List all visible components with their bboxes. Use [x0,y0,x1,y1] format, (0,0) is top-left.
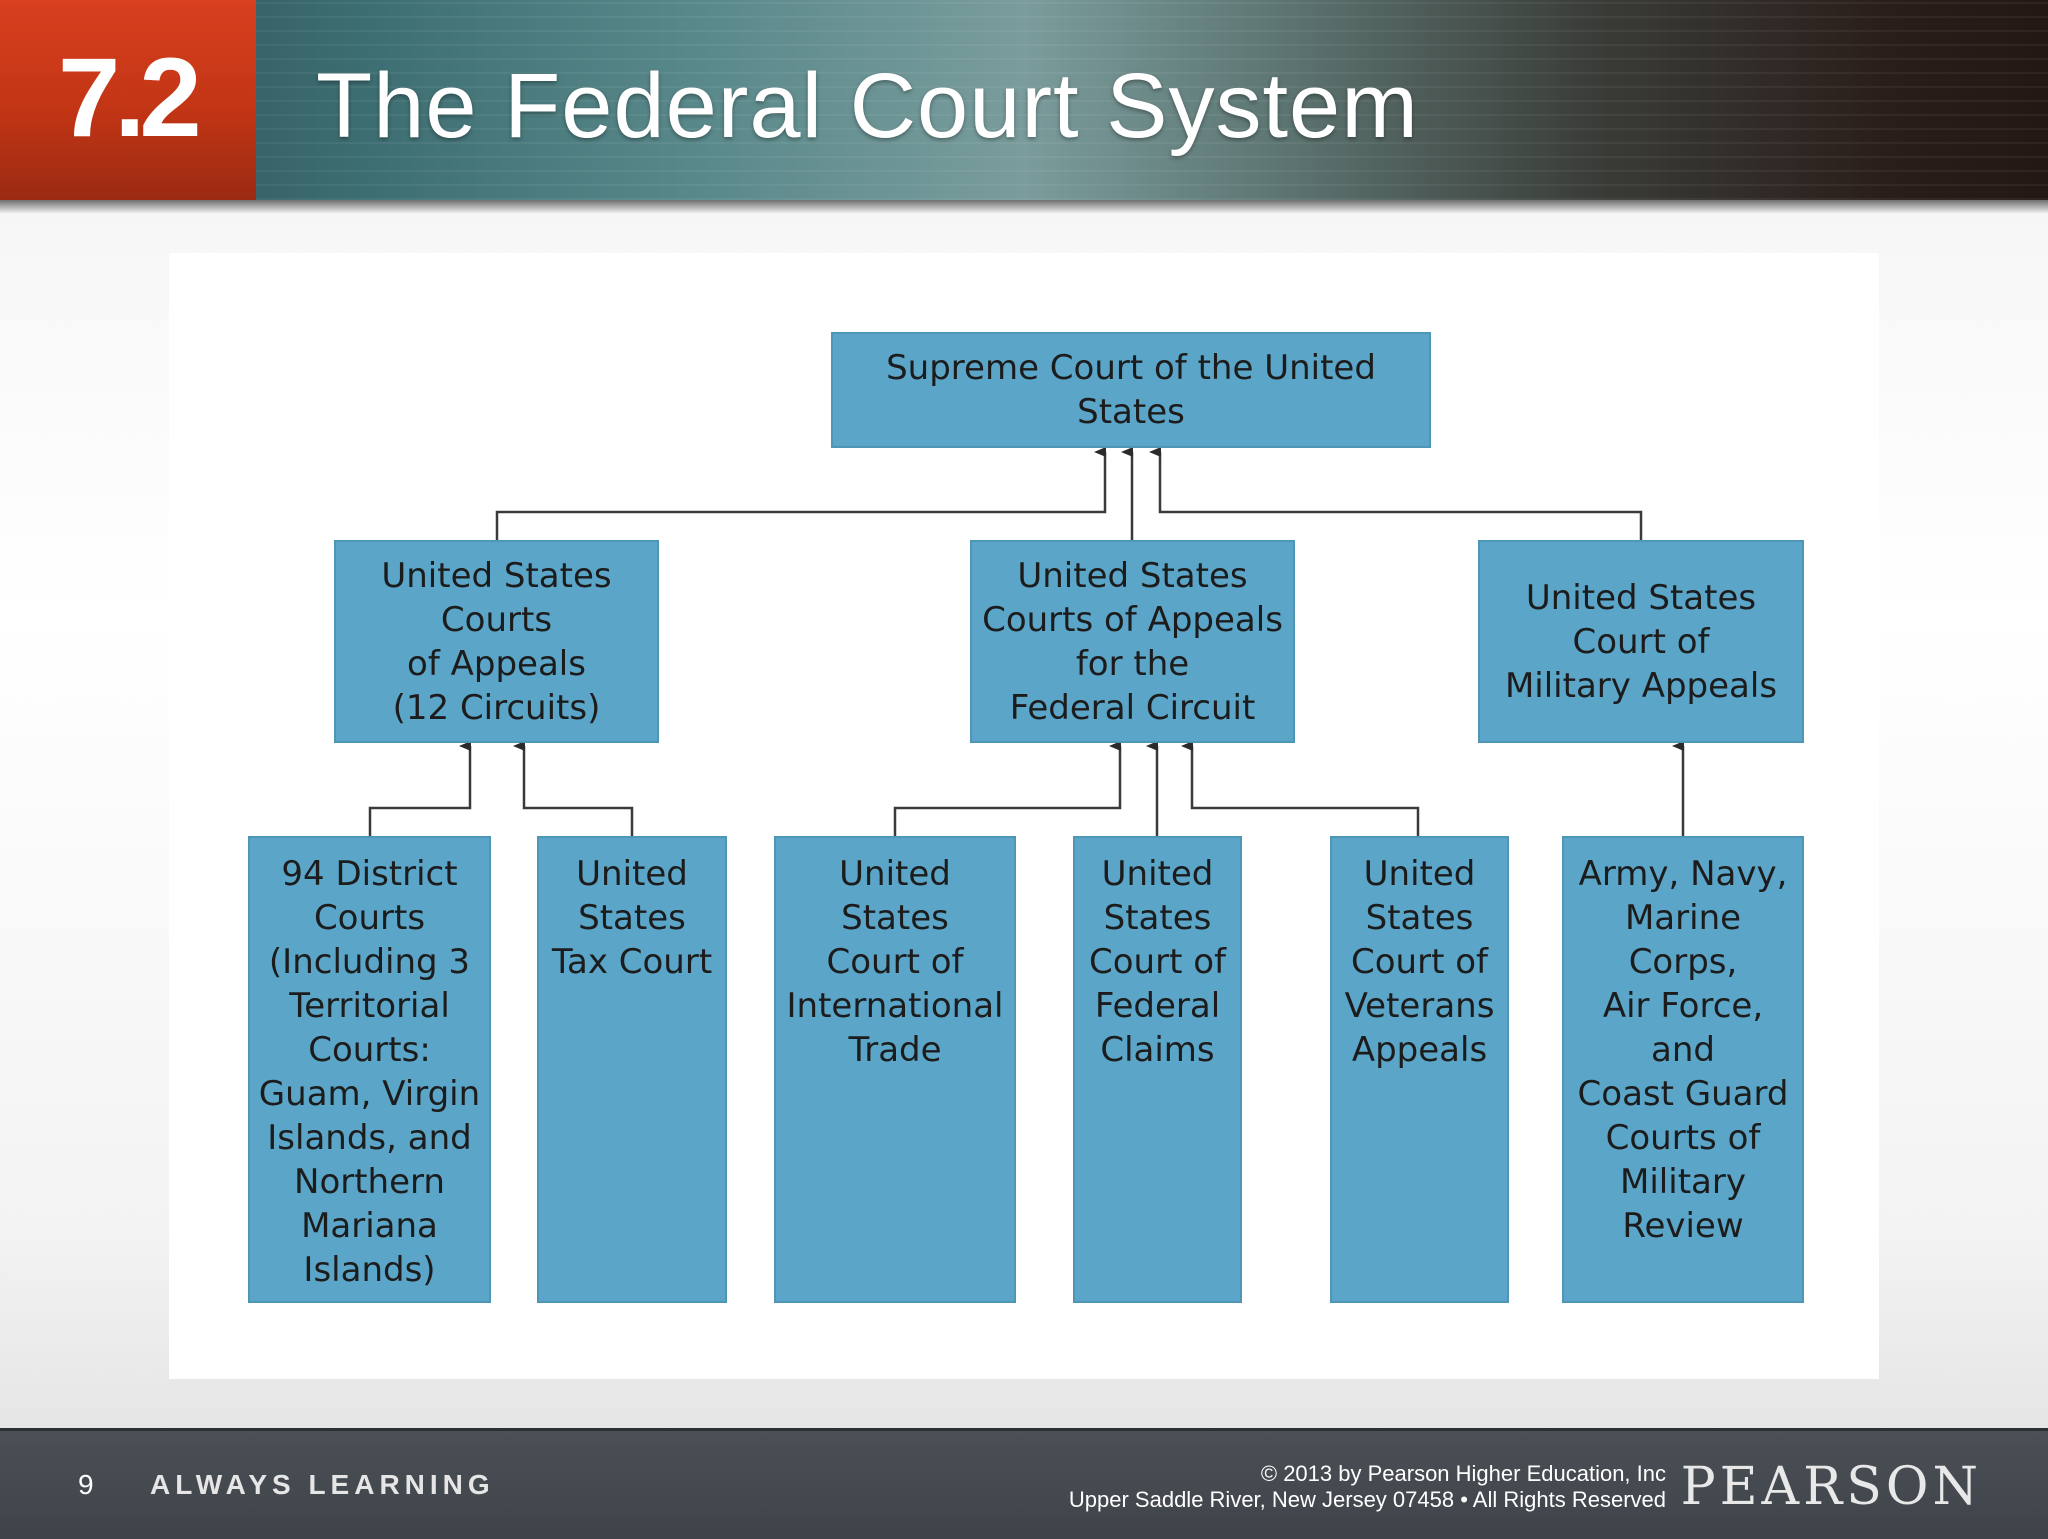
node-court-of-federal-claims: United States Court of Federal Claims [1073,836,1242,1303]
connector-regional-to-supreme [495,447,1107,540]
slide-title: The Federal Court System [316,55,1419,157]
node-courts-of-appeals-federal-circuit: United States Courts of Appeals for the … [970,540,1295,743]
connector-tax-to-regional [513,741,634,836]
copyright-notice: © 2013 by Pearson Higher Education, Inc … [1068,1461,1666,1512]
node-court-of-military-appeals: United States Court of Military Appeals [1478,540,1804,743]
header-shadow [0,200,2048,214]
tagline: ALWAYS LEARNING [150,1469,495,1500]
node-supreme-court: Supreme Court of the United States [831,332,1431,448]
connector-trade-to-federal-circuit [893,741,1122,836]
connector-military-to-supreme [1149,447,1643,540]
node-courts-of-appeals-12-circuits: United States Courts of Appeals (12 Circ… [334,540,659,743]
node-district-courts: 94 District Courts (Including 3 Territor… [248,836,491,1303]
page-number: 9 [78,1469,94,1500]
node-tax-court: United States Tax Court [537,836,727,1303]
section-badge: 7.2 [0,0,256,200]
node-court-of-veterans-appeals: United States Court of Veterans Appeals [1330,836,1509,1303]
connector-district-to-regional [368,741,472,836]
node-military-courts-of-review: Army, Navy, Marine Corps, Air Force, and… [1562,836,1804,1303]
slide-header: 7.2 The Federal Court System [0,0,2048,200]
section-number: 7.2 [58,35,202,160]
node-court-of-international-trade: United States Court of International Tra… [774,836,1016,1303]
slide-footer: 9 ALWAYS LEARNING © 2013 by Pearson High… [0,1428,2048,1539]
connector-veterans-to-federal-circuit [1181,741,1420,836]
pearson-logo: PEARSON [1680,1457,1982,1517]
